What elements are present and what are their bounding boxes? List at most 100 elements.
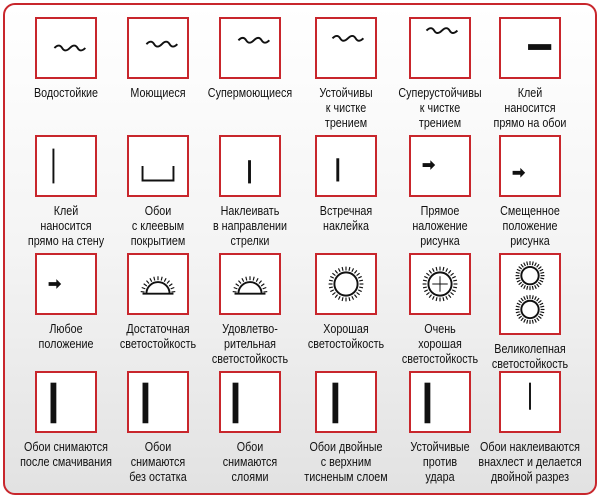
label-line: Смещенное [500,204,560,218]
label-line: снимаются [130,455,186,469]
label-line: Достаточная [126,322,190,336]
label-line: Удовлетво- [222,322,278,336]
label-line: трением [418,116,462,130]
symbol-label: Водостойкие [14,86,117,101]
label-line: Устойчивые [410,440,470,454]
label-line: рисунка [510,234,550,248]
symbol-item: Супермоющиеся [202,17,298,101]
label-line: Клей [517,86,543,100]
label-line: с верхним [320,455,372,469]
label-line: Обои двойные [309,440,383,454]
label-line: удара [425,470,455,484]
label-line: Устойчивы [319,86,373,100]
label-line: Любое [49,322,83,336]
label-line: Водостойкие [33,86,99,100]
half-sun-icon [127,253,189,315]
sun-icon [315,253,377,315]
reverse-hanging-icon [315,135,377,197]
label-line: Наклеивать [220,204,280,218]
label-line: светостойкость [119,337,197,351]
label-line: Обои [144,440,172,454]
label-line: внахлест и делается [478,455,582,469]
half-sun-plus-icon [219,253,281,315]
label-line: рисунка [420,234,460,248]
label-line: Обои [236,440,264,454]
paste-on-wall-icon [35,135,97,197]
label-line: Великолепная [494,342,566,356]
label-line: к чистке [325,101,367,115]
label-line: хорошая [418,337,462,351]
prepasted-bucket-icon [127,135,189,197]
triple-wave-brush-icon [409,17,471,79]
triple-wave-icon [219,17,281,79]
symbol-item: Водостойкие [18,17,114,101]
label-line: в направлении [212,219,288,233]
label-line: без остатка [129,470,187,484]
label-line: Суперустойчивы [398,86,482,100]
label-line: тисненым слоем [304,470,388,484]
offset-match-icon [499,135,561,197]
label-line: наносится [40,219,92,233]
symbol-item: Моющиеся [110,17,206,101]
label-line: снимаются [222,455,278,469]
straight-match-icon [409,135,471,197]
impact-resistant-icon [409,371,471,433]
label-line: Обои снимаются [23,440,109,454]
symbols-panel [3,3,597,495]
label-line: светостойкость [491,357,569,371]
symbol-label: Моющиеся [106,86,209,101]
sun-plus-icon [409,253,471,315]
label-line: прямо на обои [493,116,567,130]
double-cut-icon [499,371,561,433]
label-line: к чистке [419,101,461,115]
embossed-duplex-icon [315,371,377,433]
wet-strip-icon [35,371,97,433]
double-wave-icon [127,17,189,79]
double-sun-icon [499,253,561,335]
label-line: Супермоющиеся [207,86,293,100]
label-line: двойной разрез [490,470,570,484]
label-line: светостойкость [211,352,289,366]
label-line: рительная [223,337,277,351]
label-line: Прямое [420,204,460,218]
arrow-up-icon [219,135,281,197]
label-line: после смачивания [20,455,112,469]
label-line: Моющиеся [130,86,186,100]
single-wave-icon [35,17,97,79]
label-line: прямо на стену [27,234,105,248]
